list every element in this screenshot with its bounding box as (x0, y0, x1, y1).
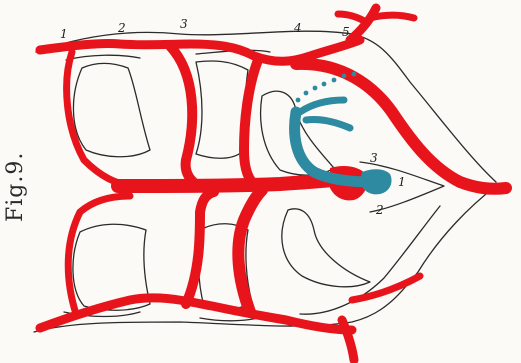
pulmonary-branch-upper (300, 100, 344, 112)
arch-top-3 (244, 60, 258, 186)
arch-label-2: 2 (117, 21, 126, 35)
arch-label-3: 3 (180, 17, 188, 31)
arch-label-4: 4 (293, 21, 302, 35)
trunk-label-1: 1 (398, 175, 406, 189)
arch-top-1 (67, 52, 132, 184)
pulmonary-branch-lower (306, 119, 350, 128)
dorsal-aorta-top (40, 40, 360, 61)
artery-group (40, 8, 506, 360)
arch-label-5: 5 (342, 25, 350, 39)
loop-bottom-3 (282, 209, 370, 287)
loop-top-1 (73, 64, 150, 157)
branch-bottom-right (352, 276, 420, 300)
arch-bottom-3 (238, 190, 262, 312)
branch-top-right (370, 15, 414, 18)
arch-top-2 (170, 46, 200, 186)
trunk-label-3: 3 (370, 151, 378, 165)
arch-top-4 (296, 64, 506, 189)
trunk-label-2: 2 (375, 203, 384, 217)
branch-top-left (338, 14, 366, 22)
arch-label-1: 1 (60, 27, 68, 41)
figure-caption: Fig.9. (3, 152, 28, 222)
